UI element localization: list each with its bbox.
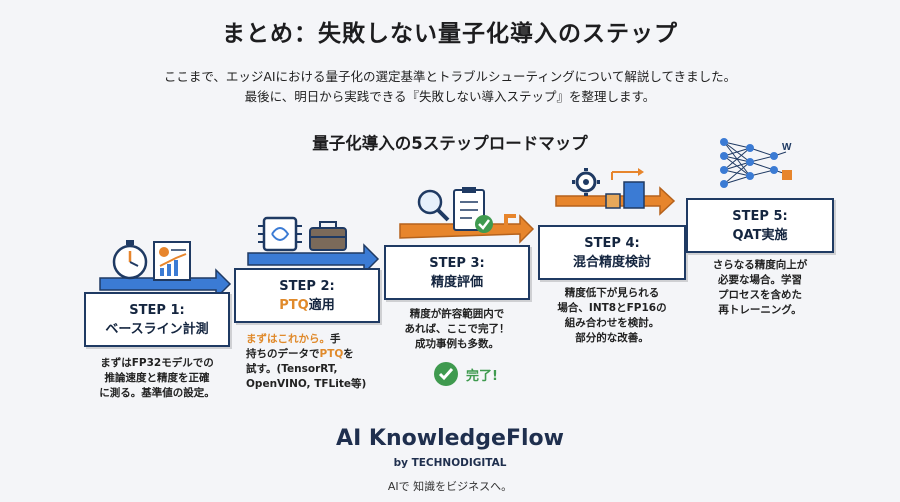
step-5-name: QAT実施 [732,227,788,243]
step-1-box: STEP 1: ベースライン計測 [84,292,230,347]
chart-report-icon [153,241,191,281]
step-5-box: STEP 5: QAT実施 [686,198,834,253]
check-circle-icon [434,362,458,386]
step-3-label: STEP 3: [429,255,485,271]
step-5-desc: さらなる精度向上が 必要な場合。学習 プロセスを含めた 再トレーニング。 [712,259,808,316]
step-3-desc: 精度が許容範囲内で あれば、ここで完了！ 成功事例も多数。 [404,308,510,350]
step-1-desc: まずはFP32モデルでの 推論速度と精度を正確 に測る。基準値の設定。 [99,357,215,399]
step-1-name: ベースライン計測 [105,321,209,337]
step-4-icons [572,168,645,209]
toolbox-icon [309,221,347,251]
step-2-label: STEP 2: [279,278,335,294]
step-2-name: PTQ適用 [279,297,335,313]
step-2-icons [258,216,347,252]
roadmap-title: 量子化導入の5ステップロードマップ [312,134,588,153]
step-1-label: STEP 1: [129,302,185,318]
step-3-icons [417,187,493,233]
step-3-box: STEP 3: 精度評価 [384,245,530,300]
step-4-box: STEP 4: 混合精度検討 [538,225,686,280]
intro-line-1: ここまで、エッジAIにおける量子化の選定基準とトラブルシューティングについて解説… [163,69,737,84]
intro-line-2: 最後に、明日から実践できる『失敗しない導入ステップ』を整理します。 [244,89,656,104]
brand-name: AI KnowledgeFlow [336,426,564,451]
step-4-label: STEP 4: [584,235,640,251]
chip-icon [258,216,302,252]
brand-tagline: AIで 知識をビジネスへ。 [387,480,513,493]
gear-icon [572,168,600,196]
connector-riser-step4 [504,214,516,226]
step-2-box: STEP 2: PTQ適用 [234,268,380,323]
step-4-desc: 精度低下が見られる 場合、INT8とFP16の 組み合わせを検討。 部分的な改善… [557,287,667,344]
brand-byline: by TECHNODIGITAL [393,457,507,469]
step-5-label: STEP 5: [732,208,788,224]
step-1-icons [112,240,191,281]
page-title: まとめ：失敗しない量子化導入のステップ [222,21,678,47]
connector-step1-step2 [99,268,232,300]
svg-text:W: W [782,142,792,153]
checklist-icon [453,187,493,233]
magnifier-icon [417,189,450,222]
neural-network-icon: W [720,138,792,188]
step-3-name: 精度評価 [430,274,483,290]
connector-step2-step3 [247,243,380,275]
stopwatch-icon [112,240,148,280]
done-label: 完了! [466,368,498,384]
step-2-desc: まずはこれから。手 持ちのデータでPTQを 試す。(TensorRT, Open… [246,333,367,390]
step-4-name: 混合精度検討 [572,254,651,270]
step-3-done: 完了! [432,360,498,388]
cubes-icon [605,168,645,209]
